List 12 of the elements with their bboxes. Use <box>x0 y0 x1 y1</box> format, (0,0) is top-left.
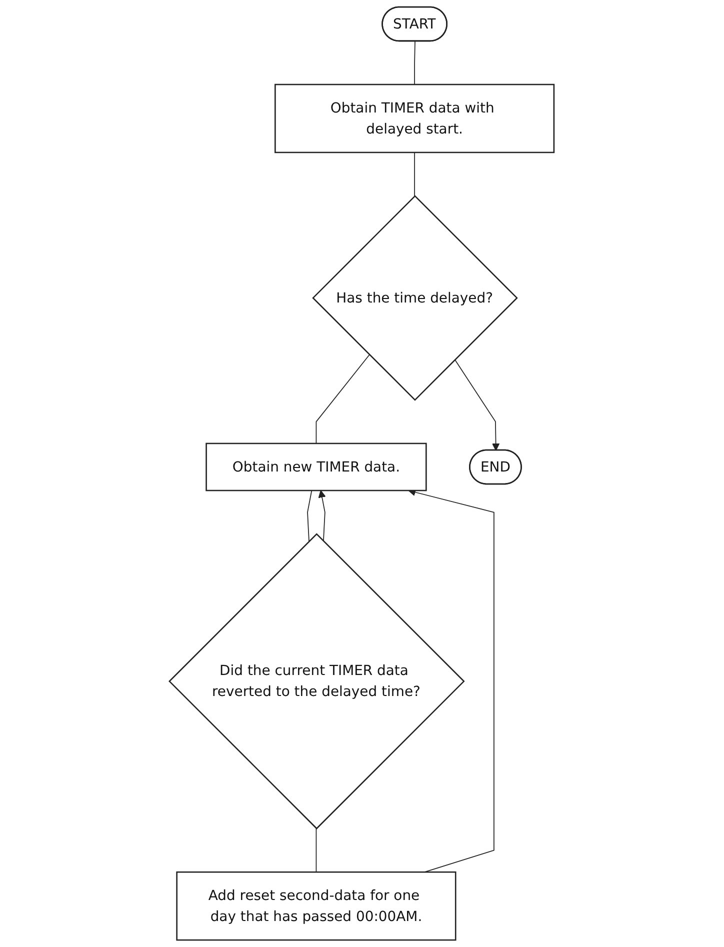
arrow <box>318 490 326 542</box>
connector <box>414 40 416 85</box>
arrow <box>454 359 500 451</box>
node-box: Obtain TIMER data with delayed start. <box>274 84 555 154</box>
node-diamond: Has the time delayed? <box>312 195 518 401</box>
connector <box>307 490 312 542</box>
connector <box>414 152 416 196</box>
connector <box>316 828 317 873</box>
node-box: Obtain new TIMER data. <box>206 442 428 492</box>
node-diamond: Did the current TIMER data reverted to the delayed time? <box>168 533 466 830</box>
node-box: Add reset second-data for one day that has passed 00:00AM. <box>176 871 457 941</box>
connector <box>316 354 370 444</box>
